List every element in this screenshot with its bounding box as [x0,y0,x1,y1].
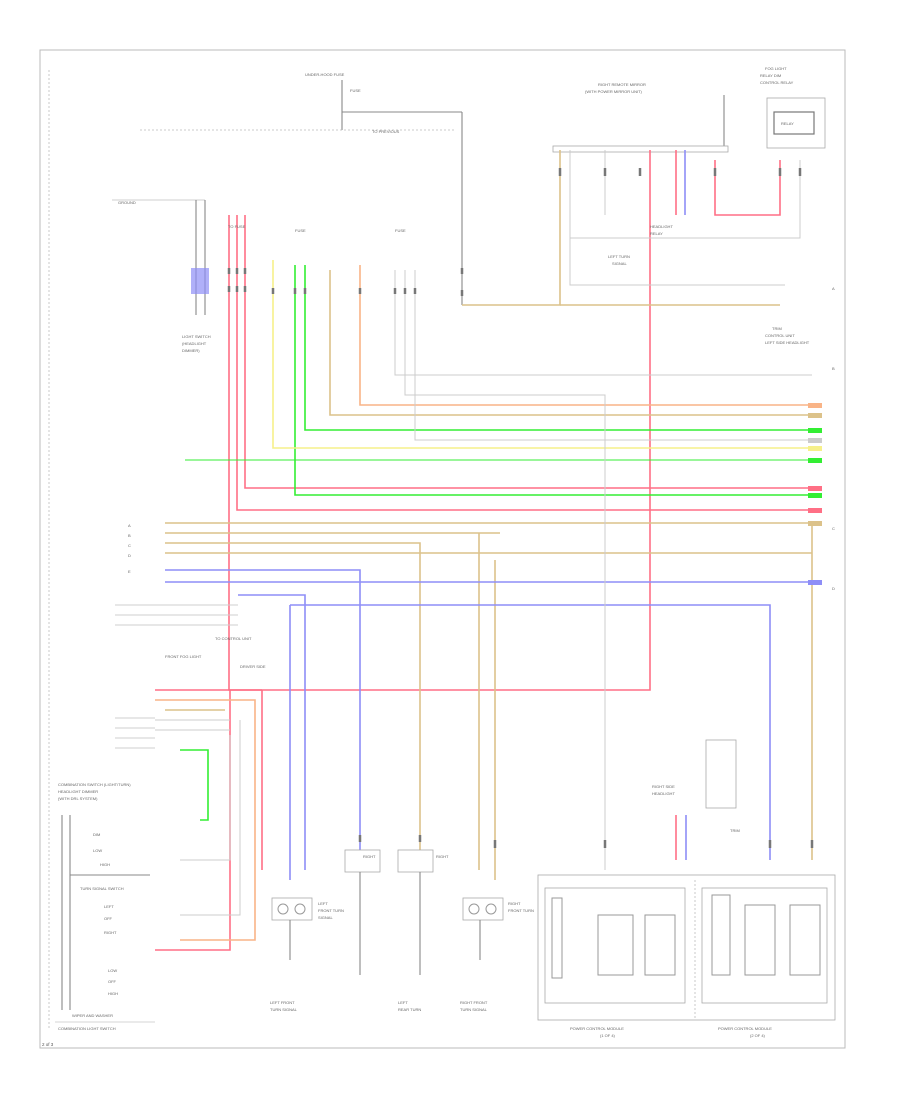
power-control-modules: POWER CONTROL MODULE (1 OF 4) POWER CONT… [537,739,836,1038]
svg-text:LEFT: LEFT [104,904,114,909]
svg-text:LEFT: LEFT [398,1000,408,1005]
svg-text:TURN SIGNAL: TURN SIGNAL [270,1007,298,1012]
svg-text:LEFT: LEFT [318,901,328,906]
svg-text:LEFT SIDE HEADLIGHT: LEFT SIDE HEADLIGHT [765,340,810,345]
diagram-frame [39,49,846,1049]
connector-pins [227,168,814,848]
svg-text:RIGHT: RIGHT [363,854,376,859]
svg-text:A: A [832,286,835,291]
svg-text:LEFT FRONT: LEFT FRONT [270,1000,295,1005]
svg-text:OFF: OFF [108,979,117,984]
svg-text:(HEADLIGHT: (HEADLIGHT [182,341,207,346]
wires [155,150,813,951]
svg-text:E: E [128,569,131,574]
svg-text:B: B [832,366,835,371]
svg-text:C: C [832,526,835,531]
svg-text:LIGHT SWITCH: LIGHT SWITCH [182,334,211,339]
svg-text:FUSE: FUSE [395,228,406,233]
wire-end-tags: A B C D [808,286,835,591]
footer-code: 2 of 3 [42,1042,54,1047]
svg-text:RELAY: RELAY [781,121,794,126]
top-feed: UNDER-HOOD FUSE FUSE TO PREVIOUS [140,72,463,305]
svg-text:HIGH: HIGH [108,991,118,996]
svg-text:SIGNAL: SIGNAL [318,915,333,920]
svg-text:FRONT FOG LIGHT: FRONT FOG LIGHT [165,654,202,659]
svg-text:TURN SIGNAL SWITCH: TURN SIGNAL SWITCH [80,886,124,891]
svg-text:FRONT TURN: FRONT TURN [508,908,534,913]
svg-text:HEADLIGHT DIMMER: HEADLIGHT DIMMER [58,789,98,794]
svg-text:WIPER AND WASHER: WIPER AND WASHER [72,1013,113,1018]
svg-text:FUSE: FUSE [295,228,306,233]
svg-text:REAR TURN: REAR TURN [398,1007,421,1012]
svg-text:TRIM: TRIM [730,828,740,833]
svg-text:HIGH: HIGH [100,862,110,867]
svg-text:(WITH POWER MIRROR UNIT): (WITH POWER MIRROR UNIT) [585,89,643,94]
svg-text:RIGHT SIDE: RIGHT SIDE [652,784,675,789]
svg-text:RIGHT: RIGHT [436,854,449,859]
svg-text:(WITH DRL SYSTEM): (WITH DRL SYSTEM) [58,796,98,801]
svg-text:FOG LIGHT: FOG LIGHT [765,66,787,71]
svg-text:COMBINATION SWITCH (LIGHT/TURN: COMBINATION SWITCH (LIGHT/TURN) [58,782,131,787]
svg-text:LEFT TURN: LEFT TURN [608,254,630,259]
svg-text:C: C [128,543,131,548]
svg-text:DIM: DIM [93,832,100,837]
svg-text:POWER CONTROL MODULE: POWER CONTROL MODULE [570,1026,624,1031]
right-remote-module: RIGHT REMOTE MIRROR (WITH POWER MIRROR U… [552,66,826,153]
svg-text:HEADLIGHT: HEADLIGHT [650,224,673,229]
svg-text:RIGHT FRONT: RIGHT FRONT [460,1000,488,1005]
svg-text:RELAY: RELAY [650,231,663,236]
left-inputs: A B C D E TO CONTROL UNIT FRONT FOG LIGH… [115,523,266,749]
svg-text:FUSE: FUSE [350,88,361,93]
misc-labels: TO FUSE FUSE FUSE LEFT TURN SIGNAL HEADL… [228,224,810,345]
combination-light-switch: COMBINATION SWITCH (LIGHT/TURN) HEADLIGH… [55,782,155,1031]
svg-text:HEADLIGHT: HEADLIGHT [652,791,675,796]
svg-text:D: D [128,553,131,558]
svg-text:COMBINATION LIGHT SWITCH: COMBINATION LIGHT SWITCH [58,1026,116,1031]
svg-text:A: A [128,523,131,528]
svg-text:RIGHT: RIGHT [508,901,521,906]
svg-text:RIGHT REMOTE MIRROR: RIGHT REMOTE MIRROR [598,82,646,87]
left-connector-group: GROUND LIGHT SWITCH (HEADLIGHT DIMMER) [112,199,211,353]
svg-text:CONTROL UNIT: CONTROL UNIT [765,333,795,338]
svg-text:TURN SIGNAL: TURN SIGNAL [460,1007,488,1012]
svg-text:GROUND: GROUND [118,200,136,205]
svg-text:B: B [128,533,131,538]
light-bulbs: LEFT FRONT TURN SIGNAL LEFT FRONT TURN S… [270,849,534,1012]
svg-text:TO FUSE: TO FUSE [228,224,246,229]
svg-text:RIGHT: RIGHT [104,930,117,935]
svg-text:LOW: LOW [93,848,102,853]
svg-text:LOW: LOW [108,968,117,973]
svg-text:D: D [832,586,835,591]
svg-text:DRIVER SIDE: DRIVER SIDE [240,664,266,669]
svg-text:(2 OF 4): (2 OF 4) [750,1033,766,1038]
svg-text:TO PREVIOUS: TO PREVIOUS [372,129,400,134]
svg-text:SIGNAL: SIGNAL [612,261,627,266]
svg-text:(1 OF 4): (1 OF 4) [600,1033,616,1038]
svg-text:TO CONTROL UNIT: TO CONTROL UNIT [215,636,252,641]
svg-text:DIMMER): DIMMER) [182,348,200,353]
svg-text:CONTROL RELAY: CONTROL RELAY [760,80,794,85]
svg-text:OFF: OFF [104,916,113,921]
svg-text:TRIM: TRIM [772,326,782,331]
svg-text:FRONT TURN: FRONT TURN [318,908,344,913]
svg-text:UNDER-HOOD FUSE: UNDER-HOOD FUSE [305,72,345,77]
svg-text:POWER CONTROL MODULE: POWER CONTROL MODULE [718,1026,772,1031]
svg-text:RELAY DIM: RELAY DIM [760,73,781,78]
